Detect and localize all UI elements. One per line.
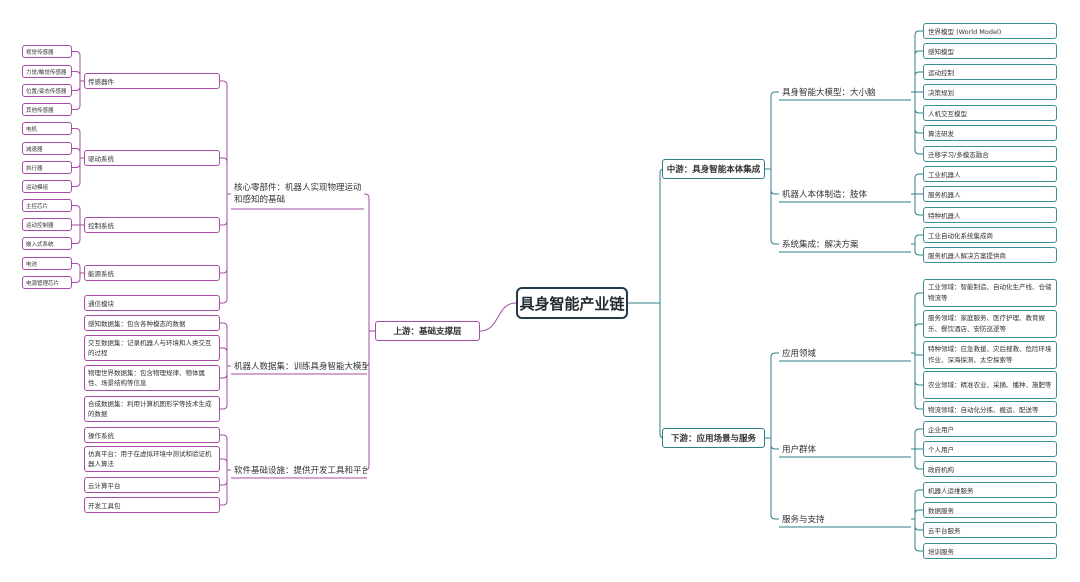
downstream-government[interactable]: 政府机构 [923, 461, 1057, 477]
upstream-physical-world-dataset[interactable]: 物理世界数据集：包含物理规律、物体属性、场景结构等信息 [84, 365, 220, 391]
upstream-interaction-dataset[interactable]: 交互数据集：记录机器人与环境和人类交互的过程 [84, 335, 220, 361]
midstream-service-solution-provider[interactable]: 服务机器人解决方案提供商 [923, 247, 1057, 263]
upstream-leaf-actuator[interactable]: 执行器 [22, 161, 72, 174]
downstream-special-field[interactable]: 特种领域：应急救援、灾后搜救、危险环境作业、深海探测、太空探索等 [923, 341, 1057, 369]
downstream-application-fields[interactable]: 应用领域 [782, 349, 817, 359]
upstream-sensors[interactable]: 传感器件 [84, 73, 220, 89]
upstream-drive-system[interactable]: 驱动系统 [84, 150, 220, 166]
midstream-industrial-integrator[interactable]: 工业自动化系统集成商 [923, 227, 1057, 243]
midstream-decision-planning[interactable]: 决策规划 [923, 84, 1057, 100]
upstream-leaf-reducer[interactable]: 减速器 [22, 142, 72, 155]
upstream-energy-system[interactable]: 能源系统 [84, 265, 220, 281]
upstream-leaf-other-sensor[interactable]: 其他传感器 [22, 103, 72, 116]
upstream-robot-datasets[interactable]: 机器人数据集：训练具身智能大模型 [234, 362, 367, 372]
upstream-software-infra[interactable]: 软件基础设施：提供开发工具和平台 [234, 466, 367, 476]
upstream-core-components[interactable]: 核心零部件：机器人实现物理运动和感知的基础 [234, 183, 362, 205]
midstream-large-model[interactable]: 具身智能大模型：大小脑 [782, 88, 876, 98]
midstream-node[interactable]: 中游：具身智能本体集成 [662, 159, 765, 179]
midstream-motion-control[interactable]: 运动控制 [923, 64, 1057, 80]
upstream-dev-kit[interactable]: 开发工具包 [84, 497, 220, 513]
midstream-robot-body[interactable]: 机器人本体制造：肢体 [782, 190, 868, 200]
upstream-comm-module[interactable]: 通信模块 [84, 295, 220, 311]
downstream-user-groups[interactable]: 用户群体 [782, 445, 817, 455]
upstream-perception-dataset[interactable]: 感知数据集：包含各种模态的数据 [84, 315, 220, 331]
midstream-transfer-learning[interactable]: 迁移学习/多模态融合 [923, 146, 1057, 162]
midstream-service-robot[interactable]: 服务机器人 [923, 186, 1057, 202]
midstream-perception-model[interactable]: 感知模型 [923, 43, 1057, 59]
midstream-special-robot[interactable]: 特种机器人 [923, 207, 1057, 223]
downstream-individual-users[interactable]: 个人用户 [923, 441, 1057, 457]
upstream-os[interactable]: 操作系统 [84, 427, 220, 443]
upstream-synthetic-dataset[interactable]: 合成数据集：利用计算机图形学等技术生成的数据 [84, 396, 220, 422]
downstream-service-field[interactable]: 服务领域：家庭服务、医疗护理、教育娱乐、餐饮酒店、安防巡逻等 [923, 310, 1057, 338]
upstream-leaf-position-sensor[interactable]: 位置/姿态传感器 [22, 84, 72, 97]
upstream-leaf-embedded-system[interactable]: 嵌入式系统 [22, 237, 72, 250]
upstream-leaf-power-chip[interactable]: 电源管理芯片 [22, 276, 72, 289]
upstream-leaf-vision-sensor[interactable]: 视觉传感器 [22, 45, 72, 58]
downstream-service-support[interactable]: 服务与支持 [782, 515, 825, 525]
root-node[interactable]: 具身智能产业链 [516, 287, 628, 319]
upstream-simulation-platform[interactable]: 仿真平台：用于在虚拟环境中测试和验证机器人算法 [84, 446, 220, 472]
midstream-world-model[interactable]: 世界模型 (World Model) [923, 23, 1057, 39]
upstream-node[interactable]: 上游：基础支撑层 [375, 321, 480, 341]
upstream-control-system[interactable]: 控制系统 [84, 217, 220, 233]
upstream-leaf-motion-controller[interactable]: 运动控制器 [22, 218, 72, 231]
downstream-robot-maintenance[interactable]: 机器人运维服务 [923, 482, 1057, 498]
downstream-node[interactable]: 下游：应用场景与服务 [662, 428, 765, 448]
upstream-leaf-motion-module[interactable]: 运动模组 [22, 180, 72, 193]
upstream-leaf-motor[interactable]: 电机 [22, 122, 72, 135]
downstream-agriculture-field[interactable]: 农业领域：精准农业、采摘、播种、施肥等 [923, 371, 1057, 399]
downstream-data-service[interactable]: 数据服务 [923, 502, 1057, 518]
downstream-logistics-field[interactable]: 物流领域：自动化分拣、搬运、配送等 [923, 401, 1057, 417]
downstream-industrial-field[interactable]: 工业领域：智能制造、自动化生产线、仓储物流等 [923, 279, 1057, 307]
midstream-hci-model[interactable]: 人机交互模型 [923, 105, 1057, 121]
midstream-algorithm-rd[interactable]: 算法研发 [923, 125, 1057, 141]
upstream-leaf-battery[interactable]: 电池 [22, 257, 72, 270]
downstream-enterprise-users[interactable]: 企业用户 [923, 421, 1057, 437]
upstream-leaf-main-chip[interactable]: 主控芯片 [22, 199, 72, 212]
downstream-cloud-service[interactable]: 云平台服务 [923, 522, 1057, 538]
upstream-leaf-force-sensor[interactable]: 力觉/触觉传感器 [22, 65, 72, 78]
downstream-training-service[interactable]: 培训服务 [923, 543, 1057, 559]
upstream-cloud-platform[interactable]: 云计算平台 [84, 477, 220, 493]
midstream-industrial-robot[interactable]: 工业机器人 [923, 166, 1057, 182]
midstream-system-integration[interactable]: 系统集成：解决方案 [782, 240, 859, 250]
